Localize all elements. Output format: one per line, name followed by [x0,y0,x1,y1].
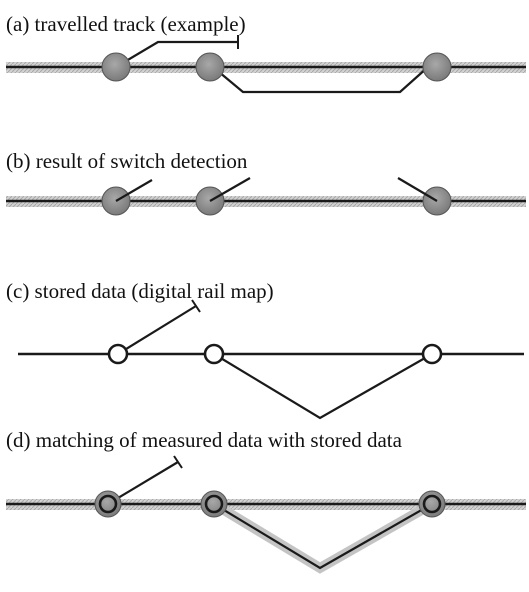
branch-stub [107,461,179,505]
panel-b-diagram [6,177,526,216]
branch-loop [213,503,433,570]
switch-direction-2 [209,177,251,202]
measured-loop-band [211,499,435,574]
panel-b-label: (b) result of switch detection [6,149,248,173]
panel-a-diagram [6,35,526,94]
map-node-1 [107,343,129,365]
switch-marker-1 [101,52,131,82]
panel-d-diagram [6,455,526,574]
map-node-1 [98,494,118,514]
map-node-3 [421,343,443,365]
stub-end-tick [191,299,201,313]
switch-marker-3 [422,52,452,82]
panel-c-diagram [18,299,524,420]
panel-d-label: (d) matching of measured data with store… [6,428,402,452]
branch-loop [213,353,433,420]
travelled-loop [212,66,429,94]
switch-direction-1 [115,179,153,202]
branch-stub [117,305,197,355]
branch-stub [115,40,238,68]
stub-end-tick [173,455,183,469]
switch-marker-2 [195,52,225,82]
panel-c-label: (c) stored data (digital rail map) [6,279,274,303]
map-node-2 [204,494,224,514]
map-node-2 [203,343,225,365]
switch-direction-3 [397,177,438,202]
map-node-3 [422,494,442,514]
panel-a-label: (a) travelled track (example) [6,12,246,36]
